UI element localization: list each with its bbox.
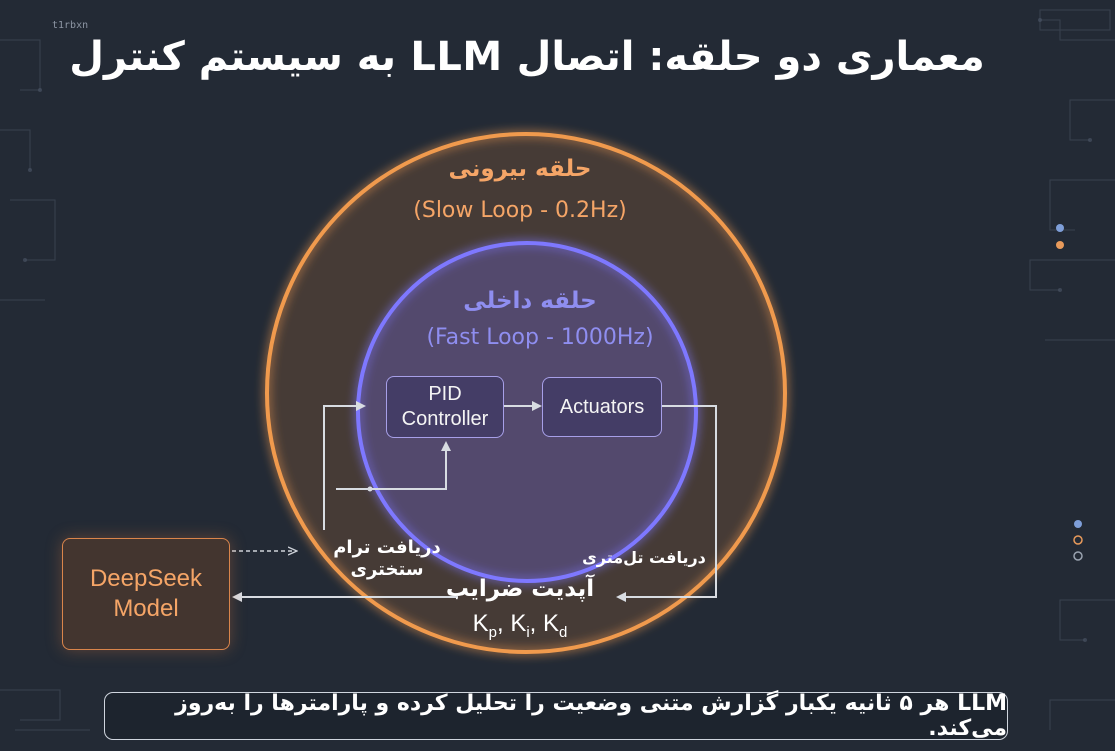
- input-data-label-line2: ستختری: [350, 558, 424, 580]
- corner-code-label: t1rbxn: [52, 20, 89, 31]
- setpoint-input-arrow: [323, 401, 366, 530]
- telemetry-feedback-line: [616, 405, 717, 602]
- pid-label-line1: PID: [428, 383, 462, 405]
- outer-loop-subtitle: (Slow Loop - 0.2Hz): [413, 198, 627, 223]
- deepseek-model-node: DeepSeek Model: [62, 538, 230, 650]
- pid-parameters-label: Kp, Ki, Kd: [440, 610, 600, 641]
- outer-loop-title: حلقه بیرونی: [448, 156, 592, 182]
- inner-loop-subtitle: (Fast Loop - 1000Hz): [426, 325, 654, 350]
- kd-symbol: K: [543, 610, 560, 637]
- footer-note-text: LLM هر ۵ ثانیه یکبار گزارش متنی وضعیت را…: [175, 691, 1007, 741]
- kp-subscript: p: [488, 623, 497, 641]
- kd-subscript: d: [559, 623, 568, 641]
- actuators-node: Actuators: [542, 377, 662, 437]
- ki-subscript: i: [526, 623, 530, 641]
- inner-loop-title: حلقه داخلی: [463, 288, 597, 314]
- kp-symbol: K: [472, 610, 489, 637]
- pid-controller-node: PID Controller: [386, 376, 504, 438]
- actuators-label: Actuators: [559, 395, 645, 418]
- footer-note: LLM هر ۵ ثانیه یکبار گزارش متنی وضعیت را…: [104, 691, 1008, 741]
- param-separator-2: ,: [529, 610, 544, 637]
- inner-loop-ring: [356, 241, 698, 583]
- input-data-label-line1: دریافت ترام: [333, 537, 441, 558]
- input-data-label: دریافت ترام ستختری: [322, 537, 452, 580]
- telemetry-label: دریافت تل‌متری: [582, 548, 706, 567]
- feedback-input-arrow: [336, 441, 451, 490]
- pid-label-line2: Controller: [401, 408, 489, 430]
- param-separator-1: ,: [496, 610, 511, 637]
- deepseek-label-line2: Model: [113, 595, 179, 622]
- page-title: معماری دو حلقه: اتصال LLM به سیستم کنترل: [69, 34, 985, 80]
- update-coefficients-label: آپدیت ضرایب: [445, 576, 595, 602]
- ki-symbol: K: [510, 610, 527, 637]
- deepseek-label-line1: DeepSeek: [89, 565, 203, 592]
